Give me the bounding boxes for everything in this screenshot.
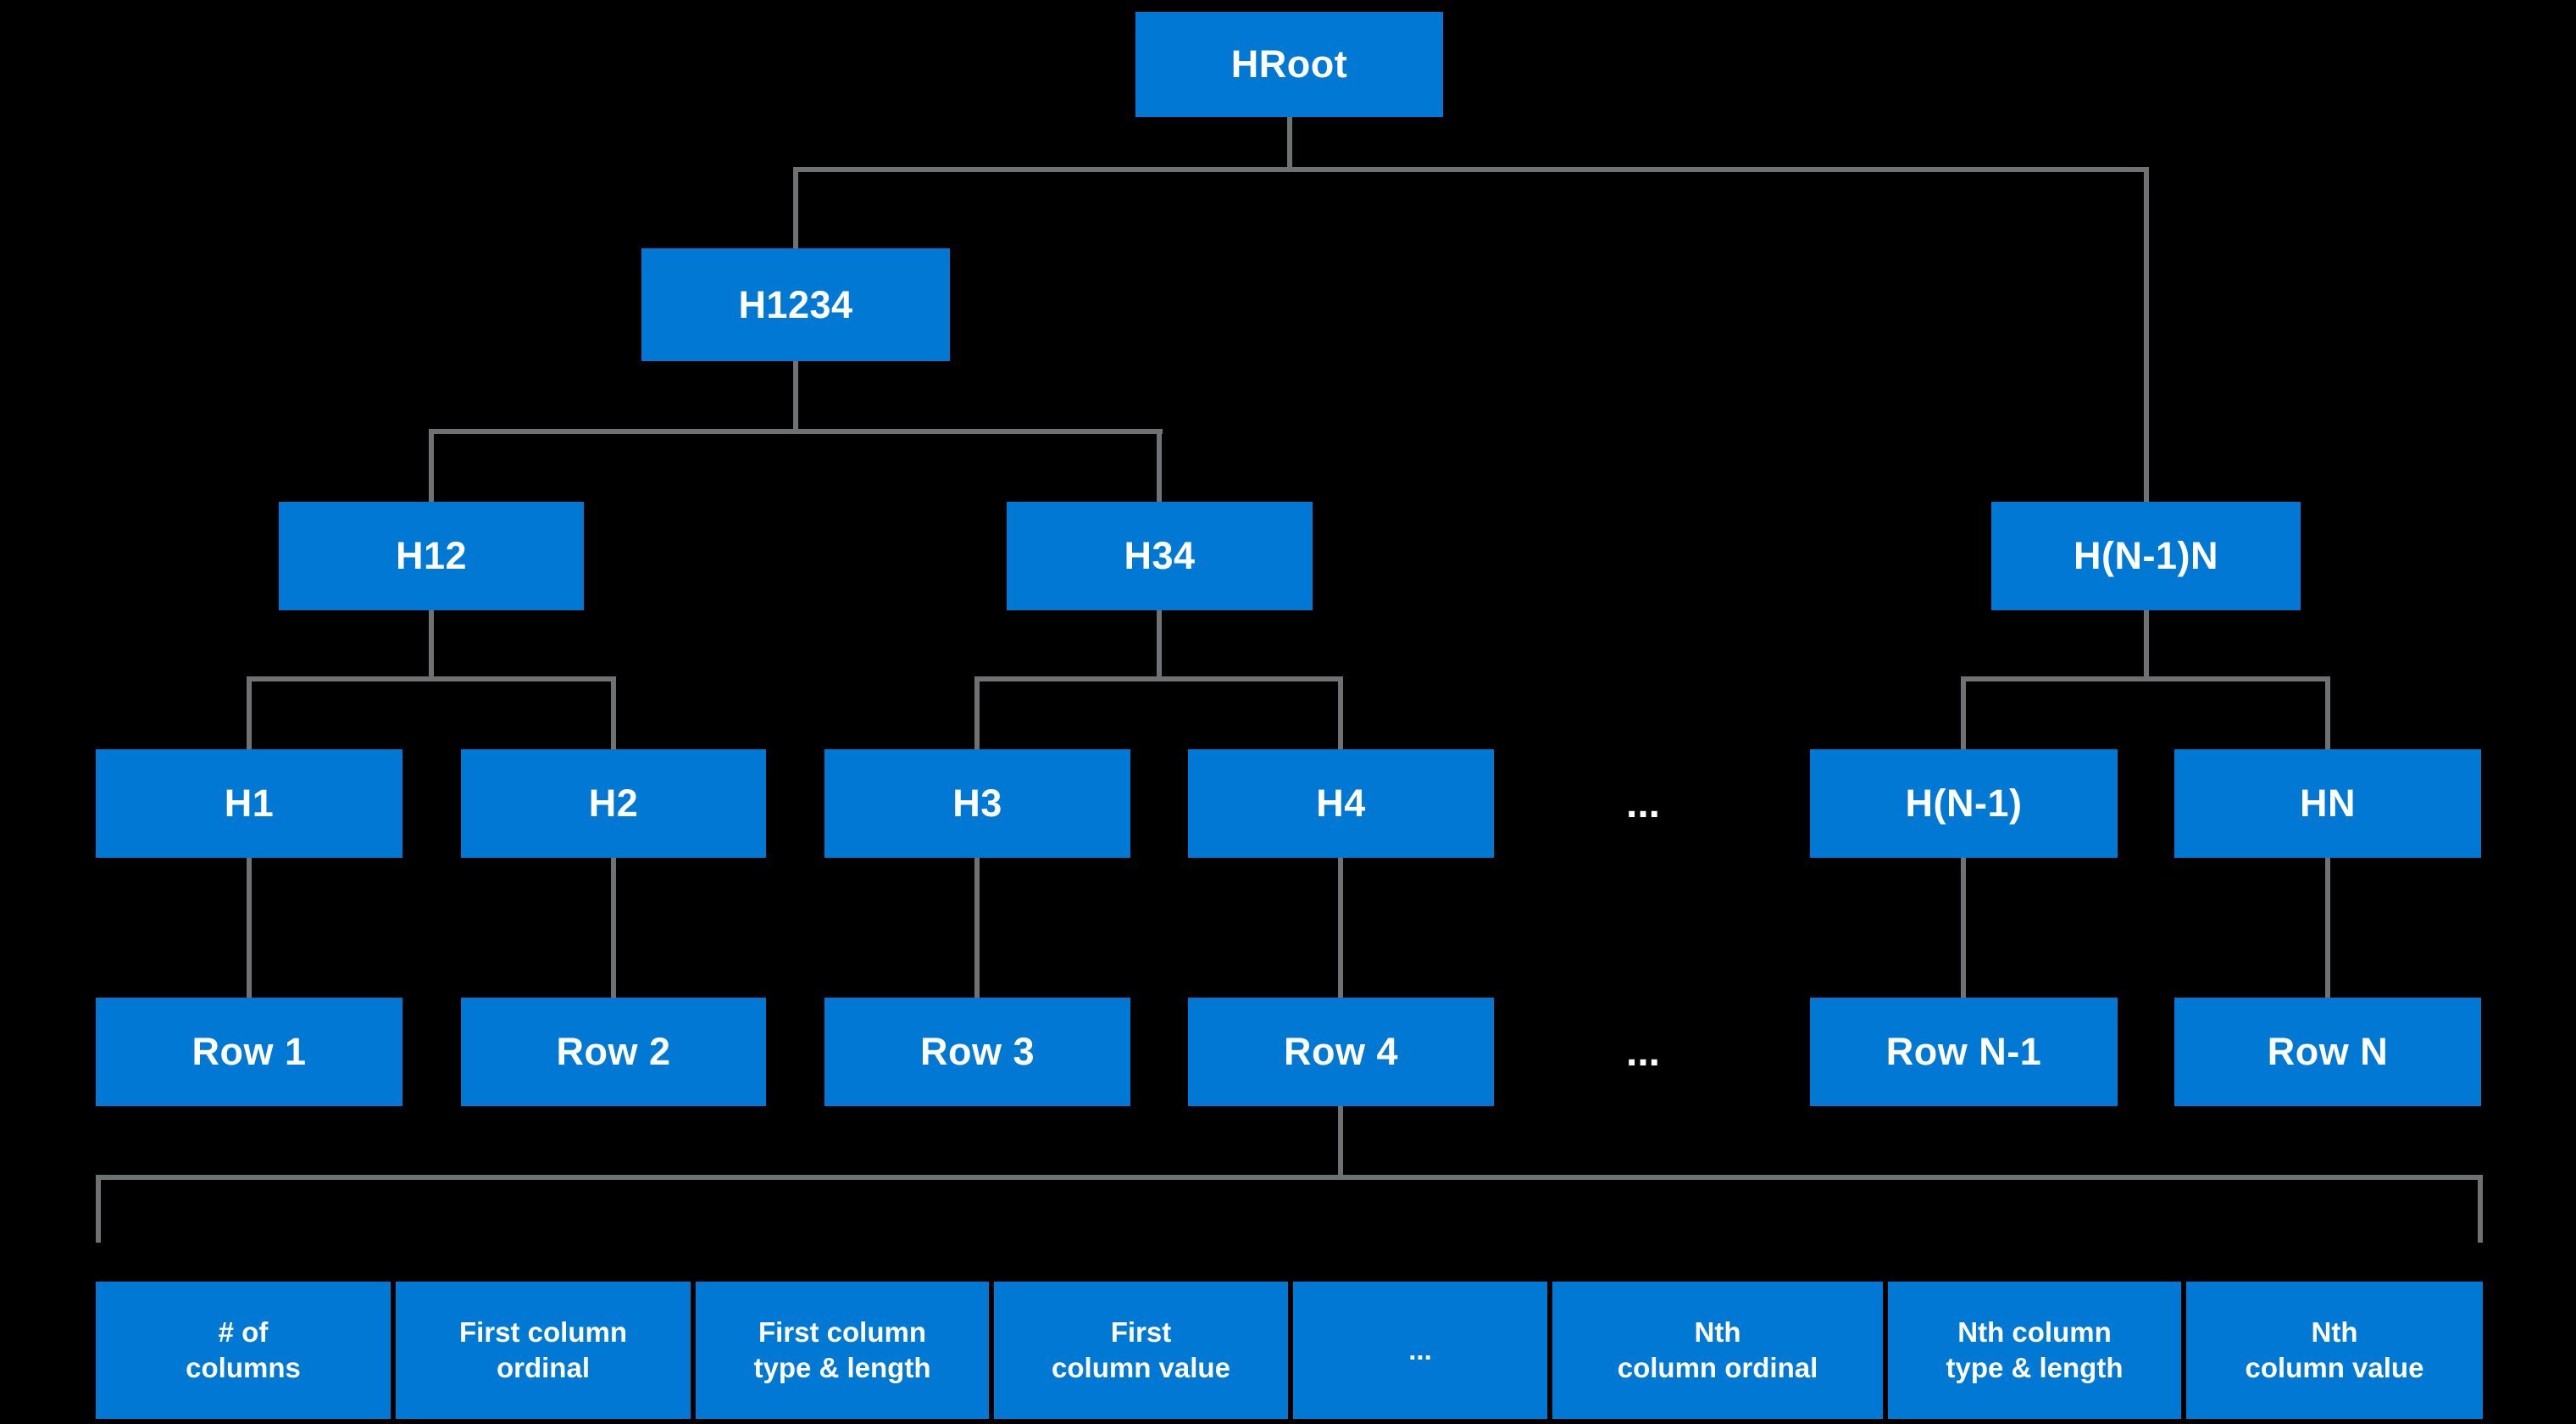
- node-rown: Row N: [2174, 998, 2481, 1106]
- connector-h1-row1: [247, 858, 252, 998]
- record-field-first-type-length: First column type & length: [696, 1282, 989, 1419]
- node-rown1: Row N-1: [1810, 998, 2118, 1106]
- node-h1: H1: [96, 749, 402, 858]
- record-field-nth-ordinal: Nth column ordinal: [1552, 1282, 1883, 1419]
- node-hroot: HRoot: [1135, 12, 1443, 117]
- connector-h34-stem: [1157, 610, 1162, 676]
- connector-level1-horizontal: [793, 167, 2149, 172]
- record-field-nth-type-length: Nth column type & length: [1888, 1282, 2181, 1419]
- node-h3: H3: [824, 749, 1130, 858]
- node-hn1n: H(N-1)N: [1991, 502, 2301, 610]
- node-hn1: H(N-1): [1810, 749, 2118, 858]
- node-row2: Row 2: [461, 998, 766, 1106]
- record-field-ellipsis: ...: [1293, 1282, 1547, 1419]
- hash-level-ellipsis: ...: [1625, 781, 1660, 826]
- connector-h12-horizontal: [247, 676, 616, 681]
- node-h2: H2: [461, 749, 766, 858]
- connector-h2-row2: [611, 858, 616, 998]
- connector-h4-row4: [1338, 858, 1343, 998]
- node-h12: H12: [279, 502, 584, 610]
- row-record-layout: # of columns First column ordinal First …: [96, 1282, 2483, 1419]
- connector-hn-drop: [2325, 676, 2330, 749]
- connector-h2-drop: [611, 676, 616, 749]
- connector-record-left-drop: [96, 1175, 101, 1243]
- connector-hn1-rown1: [1961, 858, 1966, 998]
- connector-h4-drop: [1338, 676, 1343, 749]
- node-row4: Row 4: [1188, 998, 1494, 1106]
- record-field-num-columns: # of columns: [96, 1282, 391, 1419]
- row-level-ellipsis: ...: [1625, 1029, 1660, 1075]
- connector-hn1-drop: [1961, 676, 1966, 749]
- connector-hn1n-drop: [2144, 167, 2149, 502]
- node-h1234: H1234: [641, 248, 950, 361]
- connector-h3-drop: [974, 676, 980, 749]
- connector-h3-row3: [974, 858, 980, 998]
- record-field-first-ordinal: First column ordinal: [396, 1282, 691, 1419]
- node-row1: Row 1: [96, 998, 402, 1106]
- connector-h12-stem: [429, 610, 434, 676]
- connector-record-horizontal: [96, 1175, 2483, 1180]
- connector-h34-drop: [1157, 429, 1162, 502]
- connector-hn-rown: [2325, 858, 2330, 998]
- connector-h34-horizontal: [974, 676, 1343, 681]
- connector-row4-stem: [1338, 1106, 1343, 1175]
- node-row3: Row 3: [824, 998, 1130, 1106]
- node-h4: H4: [1188, 749, 1494, 858]
- node-hn: HN: [2174, 749, 2481, 858]
- connector-record-right-drop: [2478, 1175, 2483, 1243]
- connector-hn1n-stem: [2144, 610, 2149, 676]
- node-h34: H34: [1007, 502, 1313, 610]
- connector-hn1n-horizontal: [1961, 676, 2330, 681]
- connector-level2-horizontal: [429, 429, 1163, 434]
- record-field-first-value: First column value: [994, 1282, 1288, 1419]
- connector-h12-drop: [429, 429, 434, 502]
- connector-hroot-stem: [1287, 117, 1292, 170]
- connector-h1-drop: [247, 676, 252, 749]
- connector-h1234-drop: [793, 167, 798, 248]
- record-field-nth-value: Nth column value: [2186, 1282, 2483, 1419]
- connector-h1234-stem: [793, 361, 798, 429]
